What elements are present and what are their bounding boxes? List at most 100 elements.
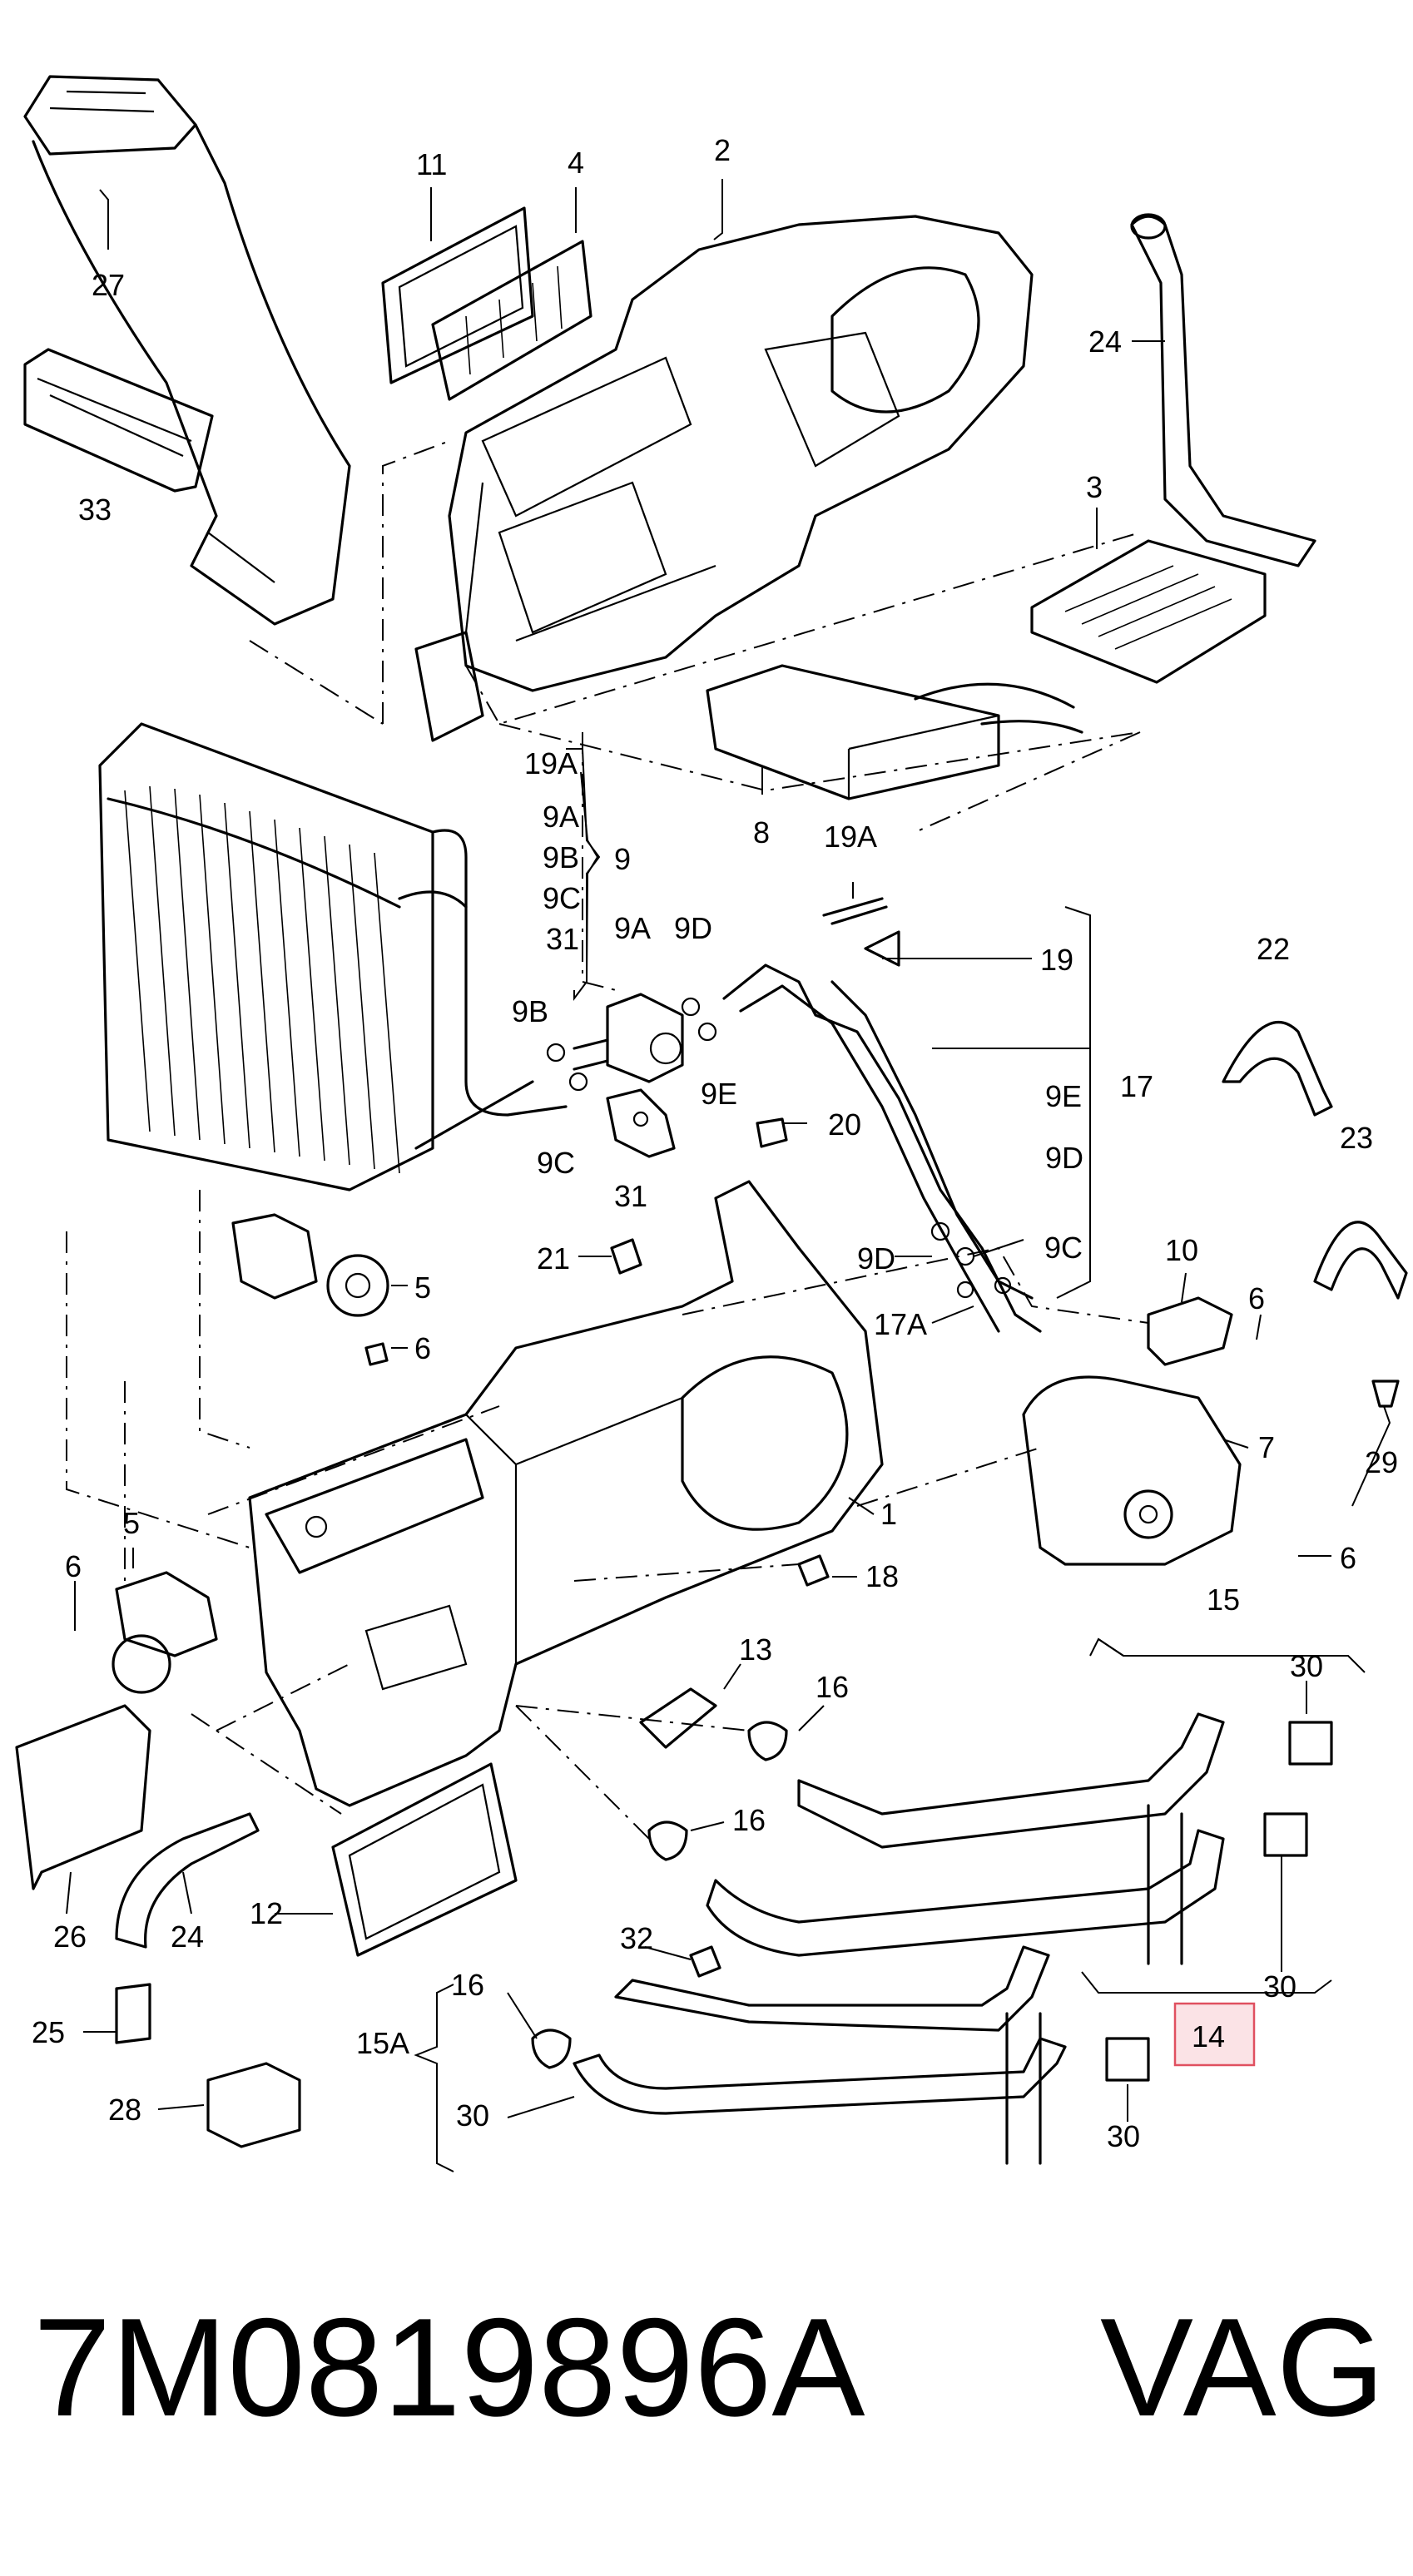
callout-10: 10 [1165, 1233, 1198, 1267]
callout-9A: 9A [543, 800, 579, 834]
callout-28: 28 [108, 2093, 141, 2127]
callout-4: 4 [568, 146, 584, 180]
callout-31: 31 [614, 1179, 647, 1213]
leader-lines [66, 179, 1391, 2172]
callout-17: 17 [1120, 1069, 1153, 1103]
callout-26: 26 [53, 1920, 87, 1954]
callout-16: 16 [451, 1968, 484, 2002]
callout-6: 6 [414, 1331, 431, 1365]
bracket-26 [15, 1704, 151, 1890]
callout-9C: 9C [1044, 1231, 1083, 1265]
nut-18 [797, 1554, 830, 1587]
callout-9D: 9D [674, 911, 712, 945]
callout-27: 27 [92, 268, 125, 302]
callout-9B: 9B [543, 840, 579, 874]
callout-5: 5 [414, 1271, 431, 1305]
callout-33: 33 [78, 493, 112, 527]
callout-16: 16 [816, 1670, 849, 1704]
grommet-29 [1371, 1380, 1400, 1408]
callout-9: 9 [614, 842, 631, 876]
strap-22 [1222, 1021, 1333, 1117]
callout-24: 24 [171, 1920, 204, 1954]
callout-30: 30 [1107, 2119, 1140, 2153]
strap-23 [1313, 1221, 1408, 1300]
hoses-15 [706, 1712, 1225, 1965]
cover-8 [706, 664, 1083, 800]
callout-9E: 9E [1045, 1079, 1082, 1113]
callout-9C: 9C [537, 1146, 575, 1180]
fitting-25 [115, 1983, 151, 2044]
callout-19: 19 [1040, 943, 1073, 977]
vent-33 [23, 348, 214, 493]
highlight-box-14 [1173, 2002, 1256, 2067]
callout-9D: 9D [857, 1241, 895, 1276]
callout-1: 1 [880, 1497, 897, 1531]
sleeves-30 [1105, 1721, 1333, 2082]
callout-22: 22 [1257, 932, 1290, 966]
callout-9B: 9B [512, 994, 548, 1028]
callout-6: 6 [65, 1549, 82, 1583]
assembly-lines [66, 440, 1149, 1840]
callout-18: 18 [865, 1559, 899, 1593]
callout-2: 2 [714, 133, 731, 167]
sensor-10 [1147, 1296, 1233, 1366]
hoses-15A [573, 1945, 1067, 2165]
brand-label: VAG [1100, 2289, 1386, 2445]
callout-11: 11 [416, 147, 447, 181]
blower-7 [1022, 1375, 1242, 1566]
bracket-13 [639, 1687, 717, 1749]
callout-29: 29 [1365, 1445, 1398, 1479]
plate-31 [606, 1088, 676, 1158]
callout-3: 3 [1086, 470, 1103, 504]
hose-24-top [1130, 213, 1316, 567]
callout-8: 8 [753, 815, 770, 850]
callout-6: 6 [1340, 1541, 1356, 1575]
actuator-5-lower [112, 1571, 218, 1694]
callout-17A: 17A [874, 1307, 927, 1341]
callout-7: 7 [1258, 1430, 1275, 1464]
part-number: 7M0819896A [33, 2289, 865, 2445]
sensor-28 [206, 2062, 301, 2148]
callout-19A: 19A [824, 820, 877, 854]
callout-labels: 27 33 11 4 2 24 3 8 19A 9A 9B 9C 31 9 19… [32, 133, 1398, 2153]
callout-32: 32 [620, 1921, 653, 1955]
callout-23: 23 [1340, 1121, 1373, 1155]
callout-21: 21 [537, 1241, 570, 1276]
bolts [756, 897, 900, 1148]
callout-19A: 19A [524, 746, 578, 780]
callout-9E: 9E [701, 1077, 737, 1111]
callout-15A: 15A [356, 2026, 409, 2060]
callout-6: 6 [1248, 1281, 1265, 1315]
air-duct-27 [23, 75, 351, 626]
hose-24-lower [115, 1812, 260, 1949]
callout-20: 20 [828, 1107, 861, 1142]
callout-14: 14 [1192, 2019, 1225, 2053]
callout-13: 13 [739, 1632, 772, 1667]
callout-15: 15 [1207, 1583, 1240, 1617]
filter-4 [431, 240, 592, 401]
actuator-5-upper [231, 1213, 389, 1366]
callout-9C: 9C [543, 881, 581, 915]
pipes-17 [722, 964, 1042, 1333]
nut-32 [689, 1945, 721, 1978]
callout-31: 31 [546, 922, 579, 956]
housing-2 [414, 215, 1034, 742]
callout-24: 24 [1088, 324, 1122, 359]
callout-16: 16 [732, 1803, 766, 1837]
callout-30: 30 [456, 2098, 489, 2133]
callout-5: 5 [123, 1506, 140, 1540]
callout-30: 30 [1263, 1969, 1296, 2004]
evaporator-9 [98, 722, 568, 1191]
callout-9A: 9A [614, 911, 651, 945]
filter-12 [331, 1762, 518, 1957]
callout-9D: 9D [1045, 1141, 1083, 1175]
callout-12: 12 [250, 1896, 283, 1930]
clip-21 [610, 1238, 642, 1275]
valve-9A [573, 993, 684, 1083]
clamps-16 [531, 1721, 788, 2069]
callout-30: 30 [1290, 1649, 1323, 1683]
o-rings [546, 997, 717, 1092]
heater-core-3 [1030, 539, 1267, 684]
bracket-9 [566, 748, 601, 973]
